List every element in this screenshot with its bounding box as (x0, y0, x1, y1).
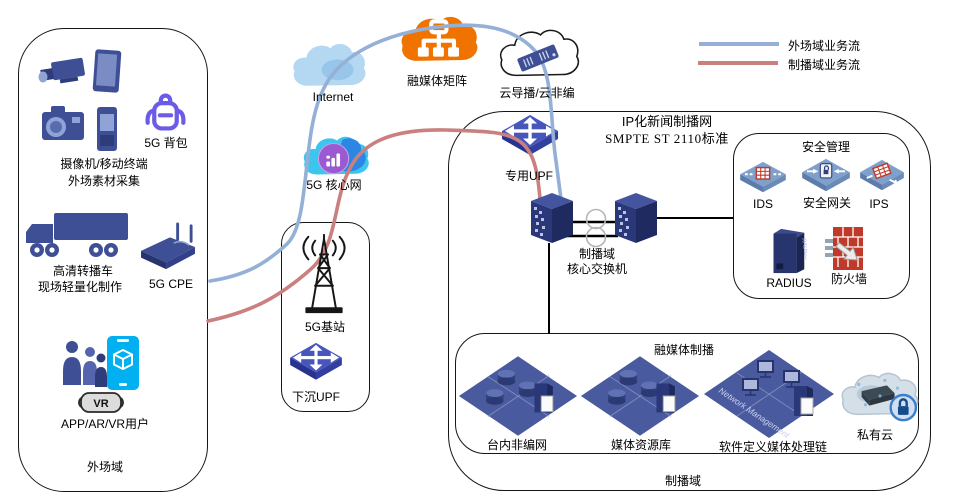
firewall-label: 防火墙 (830, 272, 868, 286)
users-group-icon (63, 341, 107, 387)
security-gateway-icon (802, 158, 850, 192)
base-station-label: 5G基站 (304, 320, 346, 334)
security-gateway-label: 安全网关 (802, 196, 852, 210)
nle-label: 台内非编网 (486, 438, 548, 452)
sdmc-label: 软件定义媒体处理链 (718, 440, 828, 454)
ar-phone-icon (107, 336, 139, 390)
core-switch-label-line1: 制播域 (578, 247, 616, 261)
5g-backpack-icon (145, 93, 186, 131)
radius-side-text: RADIUS (800, 238, 807, 261)
security-box (733, 133, 910, 299)
core-switch-left-icon (531, 193, 573, 243)
firewall-icon (825, 227, 863, 270)
ids-icon (740, 161, 786, 193)
5g-cpe-icon (141, 222, 195, 270)
core-network-label: 5G 核心网 (306, 178, 362, 192)
radius-label: RADIUS (766, 276, 812, 290)
ips-icon (860, 159, 904, 191)
internet-label: Internet (312, 90, 354, 104)
edge-upf-label: 下沉UPF (291, 390, 341, 404)
capture-caption-line2: 外场素材采集 (67, 174, 141, 188)
studio-flow-curve (206, 128, 542, 323)
outer-domain-box (18, 28, 208, 492)
edge-upf-switch-icon (290, 342, 342, 380)
security-title: 安全管理 (801, 140, 851, 154)
cpe-label: 5G CPE (148, 277, 194, 291)
backpack-label: 5G 背包 (144, 136, 188, 150)
legend-studio-label: 制播域业务流 (788, 58, 861, 72)
lock-icon (898, 398, 908, 407)
photo-camera-icon (42, 106, 84, 140)
studio-domain-box (448, 111, 931, 491)
mam-platform-icon (580, 356, 700, 436)
studio-title-line1: IP化新闻制播网 (621, 114, 713, 129)
dedicated-upf-label: 专用UPF (504, 169, 554, 183)
production-box (455, 333, 919, 454)
outer-flow-curve (208, 23, 563, 283)
mam-label: 媒体资源库 (610, 438, 672, 452)
studio-domain-label: 制播域 (664, 474, 702, 488)
ips-label: IPS (869, 197, 889, 211)
capture-caption-line1: 摄像机/移动终端 (60, 157, 148, 171)
legend-studio-line (698, 61, 778, 65)
legend-outer-label: 外场域业务流 (788, 39, 861, 53)
broadcast-van-icon (26, 213, 128, 257)
core-switch-label-line2: 核心交换机 (566, 262, 628, 276)
base-station-tower-icon (302, 233, 346, 314)
studio-title-line2: SMPTE ST 2110标准 (605, 131, 729, 146)
link-aggregation-circles (585, 208, 607, 248)
cloud-director-label: 云导播/云非编 (499, 86, 575, 100)
video-camera-icon (38, 57, 85, 84)
radius-server-icon: RADIUS (773, 228, 807, 274)
base-station-box (281, 222, 370, 412)
media-matrix-label: 融媒体矩阵 (406, 74, 468, 88)
production-title: 融媒体制播 (653, 343, 715, 357)
private-cloud-label: 私有云 (856, 428, 894, 442)
van-caption-line2: 现场轻量化制作 (37, 280, 123, 294)
mobile-phone-icon (97, 107, 117, 151)
vr-goggles-icon: VR (78, 392, 124, 413)
vr-icon-text: VR (93, 398, 108, 410)
nle-platform-icon (458, 356, 578, 436)
cloud-director-server-icon (517, 44, 559, 72)
ids-label: IDS (752, 197, 774, 211)
private-cloud-icon (841, 372, 919, 422)
van-caption-line1: 高清转播车 (52, 264, 114, 278)
switch-trunk-lines (566, 220, 618, 238)
user-label: APP/AR/VR用户 (60, 417, 150, 431)
outer-domain-label: 外场域 (86, 460, 124, 474)
sdmc-platform-icon: Network Management (704, 350, 834, 440)
legend-outer-line (699, 42, 779, 46)
core-switch-right-icon (615, 193, 657, 243)
tablet-icon (92, 49, 122, 93)
